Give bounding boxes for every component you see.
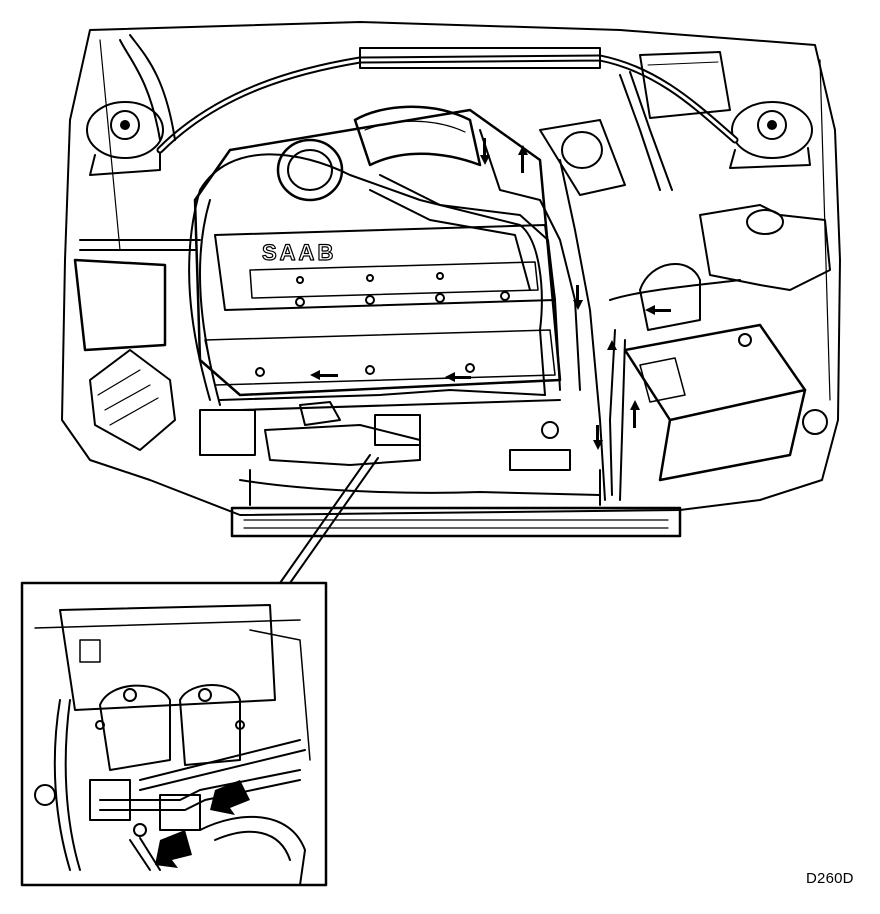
strut-tower-right bbox=[729, 101, 813, 169]
throttle-body-area bbox=[199, 401, 571, 471]
engine-block bbox=[193, 108, 562, 397]
bold-arrow-icon bbox=[155, 830, 192, 868]
flow-arrows bbox=[310, 138, 671, 450]
radiator-crossmember bbox=[230, 506, 682, 538]
oil-filler-cap bbox=[276, 138, 344, 202]
detail-arrows bbox=[155, 780, 250, 868]
strut-brace bbox=[156, 47, 739, 154]
detail-inset bbox=[20, 581, 328, 887]
washer-reservoir bbox=[699, 204, 831, 291]
vacuum-hoses bbox=[79, 34, 741, 506]
expansion-tank bbox=[539, 119, 626, 196]
engine-bay-outline bbox=[61, 21, 841, 516]
inset-components bbox=[34, 779, 201, 837]
arrow-icon bbox=[630, 400, 640, 410]
arrow-icon bbox=[607, 340, 617, 350]
air-filter-housing bbox=[73, 258, 176, 451]
arrow-icon bbox=[480, 155, 490, 165]
arrow-icon bbox=[573, 300, 583, 310]
bold-arrow-icon bbox=[210, 780, 250, 815]
arrow-icon bbox=[518, 145, 528, 155]
callout-leader bbox=[279, 454, 379, 584]
engine-logo: SAAB bbox=[262, 240, 336, 265]
fuse-box bbox=[639, 51, 731, 119]
arrow-icon bbox=[593, 440, 603, 450]
arrow-icon bbox=[445, 372, 455, 382]
brake-fluid-reservoir bbox=[639, 263, 701, 331]
battery bbox=[623, 323, 828, 482]
manifold-ports bbox=[95, 684, 245, 771]
strut-tower-left bbox=[86, 101, 164, 176]
figure-code: D260D bbox=[806, 870, 854, 887]
arrow-icon bbox=[310, 370, 320, 380]
intake-hose bbox=[353, 105, 482, 167]
arrow-icon bbox=[645, 305, 655, 315]
